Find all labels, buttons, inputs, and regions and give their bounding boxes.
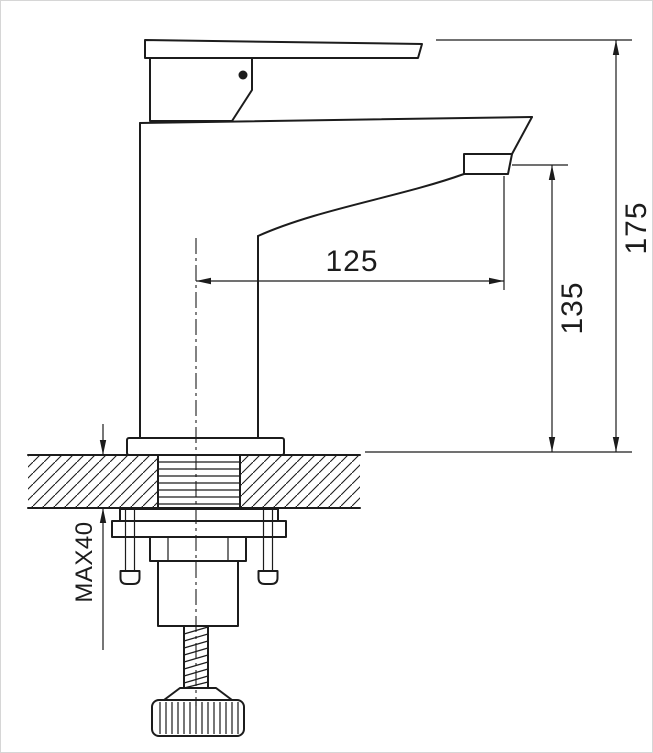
knurl-collar: [163, 687, 233, 701]
arrow-125-right: [489, 277, 504, 285]
dim-max40-label: MAX40: [71, 521, 98, 602]
arrow-175-top: [612, 40, 620, 55]
washer-plate: [119, 508, 279, 522]
knurled-nut: [151, 699, 245, 737]
set-screw-dot: [238, 70, 248, 80]
faucet-outline: [126, 39, 533, 456]
dim-overall-height: 175: [365, 39, 653, 453]
bolt-left-head: [119, 570, 141, 585]
arrow-135-bottom: [548, 437, 556, 452]
dim-175-label: 175: [620, 201, 653, 254]
mounting-shank: [157, 454, 241, 510]
lock-nut-body: [149, 536, 247, 562]
base-flange: [126, 437, 285, 456]
mounting-hardware: [111, 454, 287, 737]
dim-125-label: 125: [325, 245, 378, 278]
arrow-135-top: [548, 165, 556, 180]
handle-neck: [149, 57, 253, 122]
lock-nut: [149, 536, 247, 562]
aerator-outlet: [463, 153, 513, 175]
mounting-bracket: [111, 520, 287, 538]
counter-hatch-right: [240, 455, 360, 508]
arrow-125-left: [196, 277, 211, 285]
dim-135-label: 135: [556, 281, 589, 334]
countertop-section: [27, 454, 361, 509]
lock-nut-chamfers: [167, 537, 229, 561]
arrow-175-bottom: [612, 437, 620, 452]
bolt-right-shaft: [262, 509, 274, 571]
arrow-max40-down: [99, 440, 107, 455]
counter-hatch-left: [28, 455, 158, 508]
spout-underside-curve: [257, 173, 465, 237]
shank-threads: [158, 461, 240, 505]
bolt-right-head: [257, 570, 279, 585]
knurl-lines: [159, 702, 239, 734]
knurled-nut-body: [151, 699, 245, 737]
body-top-edge: [139, 116, 533, 124]
mounting-nut: [157, 560, 239, 627]
dimension-annotations: 175 135 125 MAX40: [71, 39, 653, 650]
bolt-left-shaft: [124, 509, 136, 571]
bracket-bolt-right: [257, 509, 279, 585]
dim-outlet-height: 135: [512, 164, 589, 452]
arrow-max40-up: [99, 508, 107, 523]
spout-end-edge: [511, 116, 533, 155]
dim-spout-reach: 125: [196, 176, 505, 290]
bracket-bolt-left: [119, 509, 141, 585]
handle-lever: [144, 39, 423, 59]
dim-deck-thickness: MAX40: [71, 424, 107, 650]
